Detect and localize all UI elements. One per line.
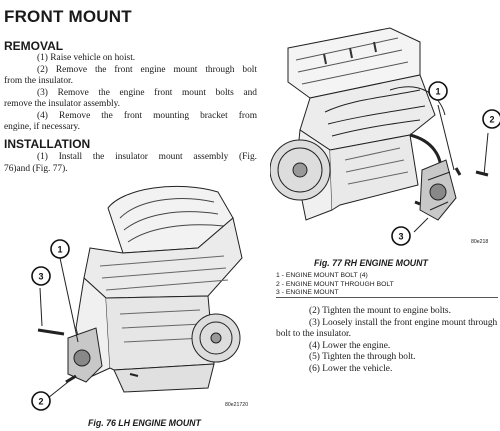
install-step-6: (6) Lower the vehicle. bbox=[309, 363, 393, 374]
removal-step-2-line-2: from the insulator. bbox=[4, 76, 73, 86]
legend-item-3: 3 - ENGINE MOUNT bbox=[276, 289, 339, 296]
removal-step-2-line-1: (2) Remove the front engine mount throug… bbox=[37, 64, 257, 75]
install-step-3-line-2: bolt to the insulator. bbox=[276, 329, 351, 339]
install-step-3-line-1: (3) Loosely install the front engine mou… bbox=[309, 317, 498, 328]
fig77-callout-1: 1 bbox=[435, 87, 440, 97]
install-step-5: (5) Tighten the through bolt. bbox=[309, 352, 416, 362]
removal-step-4-line-1: (4) Remove the front mounting bracket fr… bbox=[37, 110, 257, 121]
install-step-1-line-2: 76)and (Fig. 77). bbox=[4, 163, 68, 174]
page-title: FRONT MOUNT bbox=[4, 7, 132, 26]
installation-steps-continued: (2) Tighten the mount to engine bolts. (… bbox=[276, 306, 500, 375]
legend-item-1: 1 - ENGINE MOUNT BOLT (4) bbox=[276, 272, 368, 279]
fig76-callout-1: 1 bbox=[57, 245, 62, 255]
removal-heading: REMOVAL bbox=[4, 39, 64, 53]
install-step-2: (2) Tighten the mount to engine bolts. bbox=[309, 306, 451, 316]
legend-divider bbox=[276, 297, 498, 298]
fig77-code: 80e218 bbox=[471, 239, 489, 245]
removal-step-4-line-2: engine, if necessary. bbox=[4, 122, 80, 132]
fig77-callout-3: 3 bbox=[398, 232, 403, 242]
fig77-callout-2: 2 bbox=[489, 115, 494, 125]
install-step-4: (4) Lower the engine. bbox=[309, 340, 391, 351]
fig76-code: 80e21720 bbox=[225, 402, 249, 408]
removal-step-3-line-2: remove the insulator assembly. bbox=[4, 99, 121, 109]
legend-item-2: 2 - ENGINE MOUNT THROUGH BOLT bbox=[276, 280, 394, 288]
removal-step-1: (1) Raise vehicle on hoist. bbox=[37, 53, 136, 63]
fig76-callout-2: 2 bbox=[38, 397, 43, 407]
installation-heading: INSTALLATION bbox=[4, 137, 91, 151]
fig76-caption: Fig. 76 LH ENGINE MOUNT bbox=[88, 418, 201, 428]
installation-steps: (1) Install the insulator mount assembly… bbox=[4, 152, 257, 175]
removal-step-3-line-1: (3) Remove the engine front mount bolts … bbox=[37, 87, 257, 98]
removal-steps: (1) Raise vehicle on hoist. (2) Remove t… bbox=[4, 53, 257, 134]
fig77-engine-illustration: 1 2 3 bbox=[270, 27, 500, 246]
fig77-legend: 1 - ENGINE MOUNT BOLT (4) 2 - ENGINE MOU… bbox=[276, 272, 394, 298]
fig77-caption: Fig. 77 RH ENGINE MOUNT bbox=[314, 258, 428, 268]
fig76-engine-illustration: 1 3 2 bbox=[31, 185, 243, 411]
fig76-callout-3: 3 bbox=[38, 272, 43, 282]
install-step-1-line-1: (1) Install the insulator mount assembly… bbox=[37, 152, 257, 162]
